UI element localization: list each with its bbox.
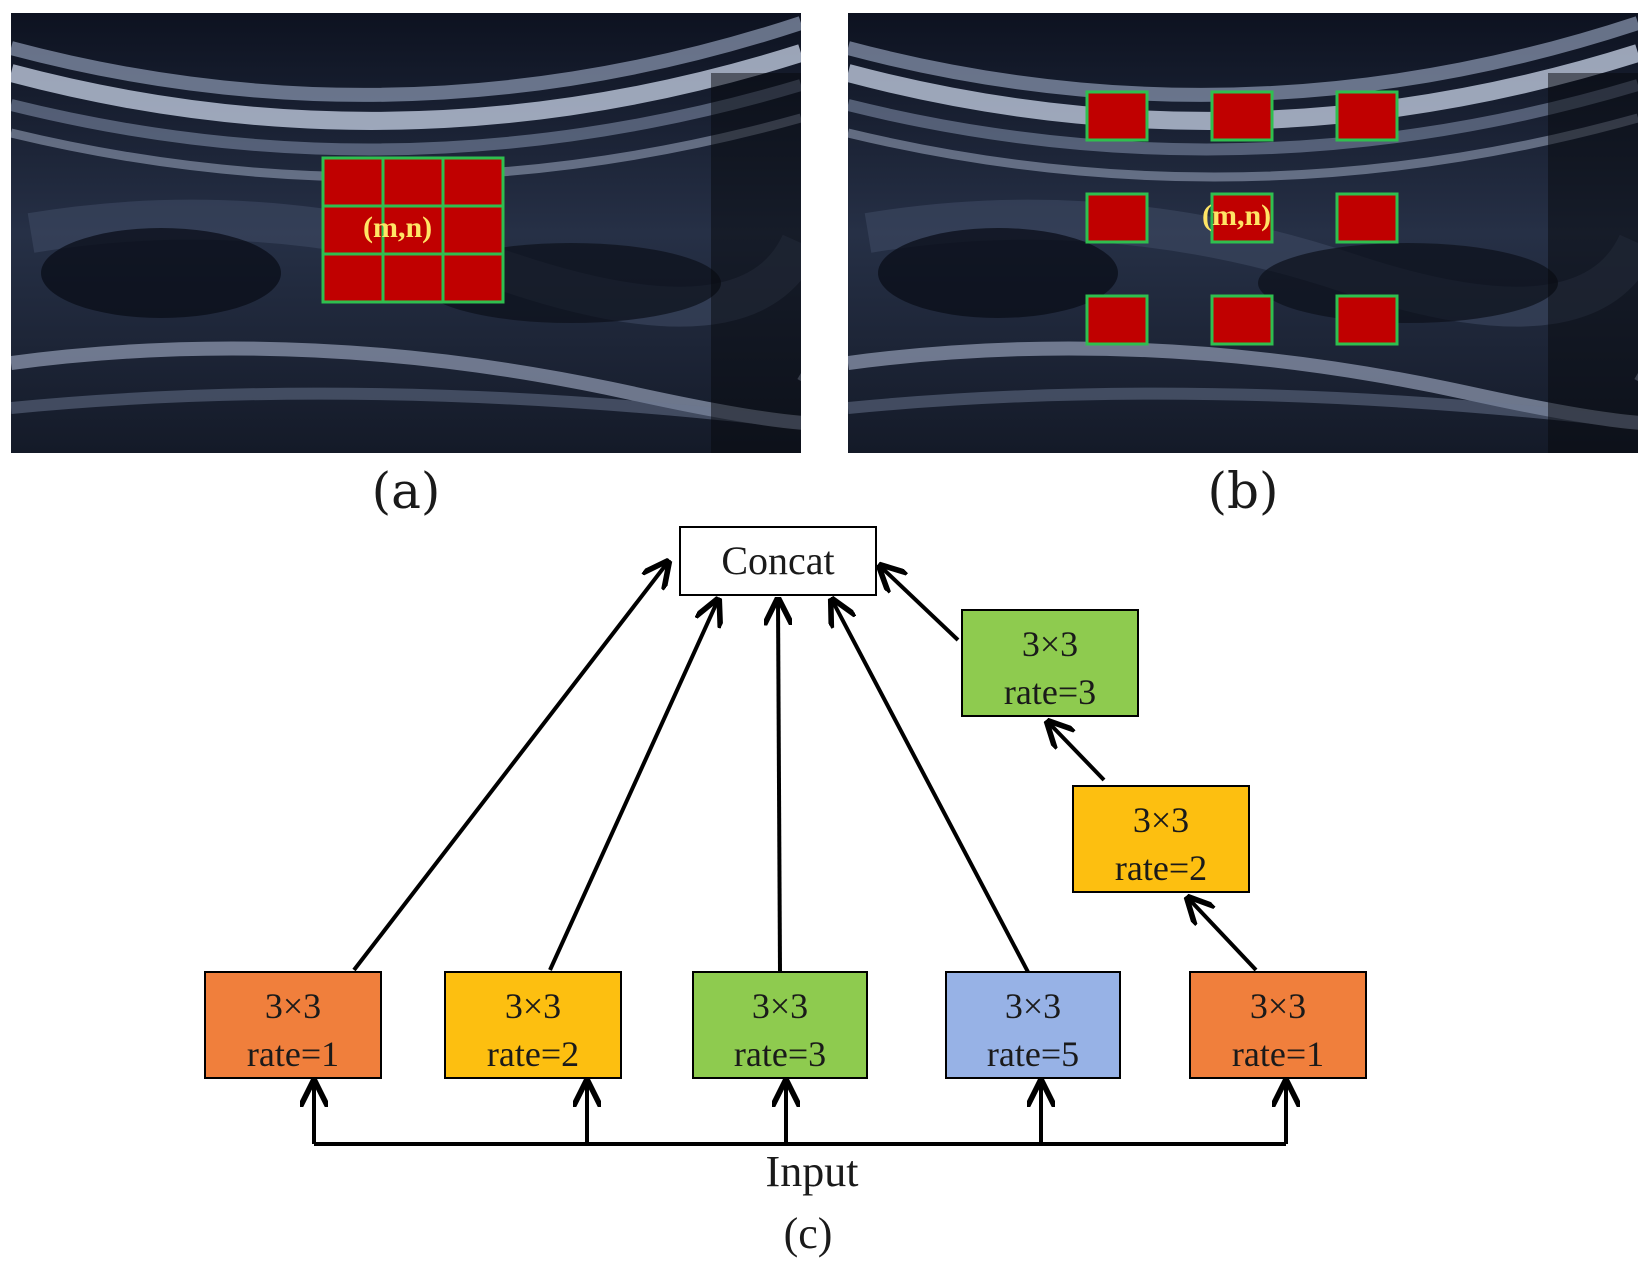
branch-box-2: 3×3 rate=2 <box>444 971 622 1079</box>
arrow-cascade-2-to-3 <box>1048 722 1106 782</box>
kernel-label: 3×3 <box>505 986 561 1026</box>
rate-label: rate=2 <box>487 1034 579 1074</box>
branch-box-5: 3×3 rate=1 <box>1189 971 1367 1079</box>
kernel-grid-dilated <box>1085 90 1399 346</box>
input-bus <box>314 1082 1286 1146</box>
kernel-grid-contiguous <box>321 156 505 304</box>
kernel-label: 3×3 <box>1133 800 1189 840</box>
ultrasound-image-dilated-conv: (m,n) <box>848 13 1638 453</box>
cascade-box-rate-3: 3×3 rate=3 <box>961 609 1139 717</box>
arrow-branch-1 <box>352 562 668 972</box>
rate-label: rate=1 <box>247 1034 339 1074</box>
panel-label-a: (a) <box>371 462 441 520</box>
rate-label: rate=5 <box>987 1034 1079 1074</box>
branch-arrows <box>352 562 1258 973</box>
kernel-label: 3×3 <box>1250 986 1306 1026</box>
arrow-branch-3 <box>778 600 780 973</box>
rate-label: rate=1 <box>1232 1034 1324 1074</box>
kernel-label: 3×3 <box>265 986 321 1026</box>
arrow-cascade-to-concat <box>880 566 960 642</box>
ultrasound-background <box>11 13 801 453</box>
cascade-box-rate-2: 3×3 rate=2 <box>1072 785 1250 893</box>
ultrasound-background <box>848 13 1638 453</box>
center-cell-label: (m,n) <box>1202 199 1272 232</box>
panel-label-b: (b) <box>1207 462 1279 520</box>
concat-label: Concat <box>721 538 834 583</box>
ultrasound-image-standard-conv: (m,n) <box>11 13 801 453</box>
branch-box-1: 3×3 rate=1 <box>204 971 382 1079</box>
rate-label: rate=3 <box>734 1034 826 1074</box>
rate-label: rate=3 <box>1004 672 1096 712</box>
input-label: Input <box>766 1147 859 1196</box>
panel-label-c: (c) <box>784 1209 833 1258</box>
branch-box-3: 3×3 rate=3 <box>692 971 868 1079</box>
arrow-branch-4 <box>832 600 1030 973</box>
arrow-cascade-1-to-2 <box>1188 898 1258 972</box>
center-cell-label: (m,n) <box>363 211 433 244</box>
kernel-label: 3×3 <box>1022 624 1078 664</box>
kernel-label: 3×3 <box>1005 986 1061 1026</box>
arrow-branch-2 <box>548 600 718 971</box>
kernel-label: 3×3 <box>752 986 808 1026</box>
branch-box-4: 3×3 rate=5 <box>945 971 1121 1079</box>
concat-node: Concat <box>679 526 877 596</box>
rate-label: rate=2 <box>1115 848 1207 888</box>
